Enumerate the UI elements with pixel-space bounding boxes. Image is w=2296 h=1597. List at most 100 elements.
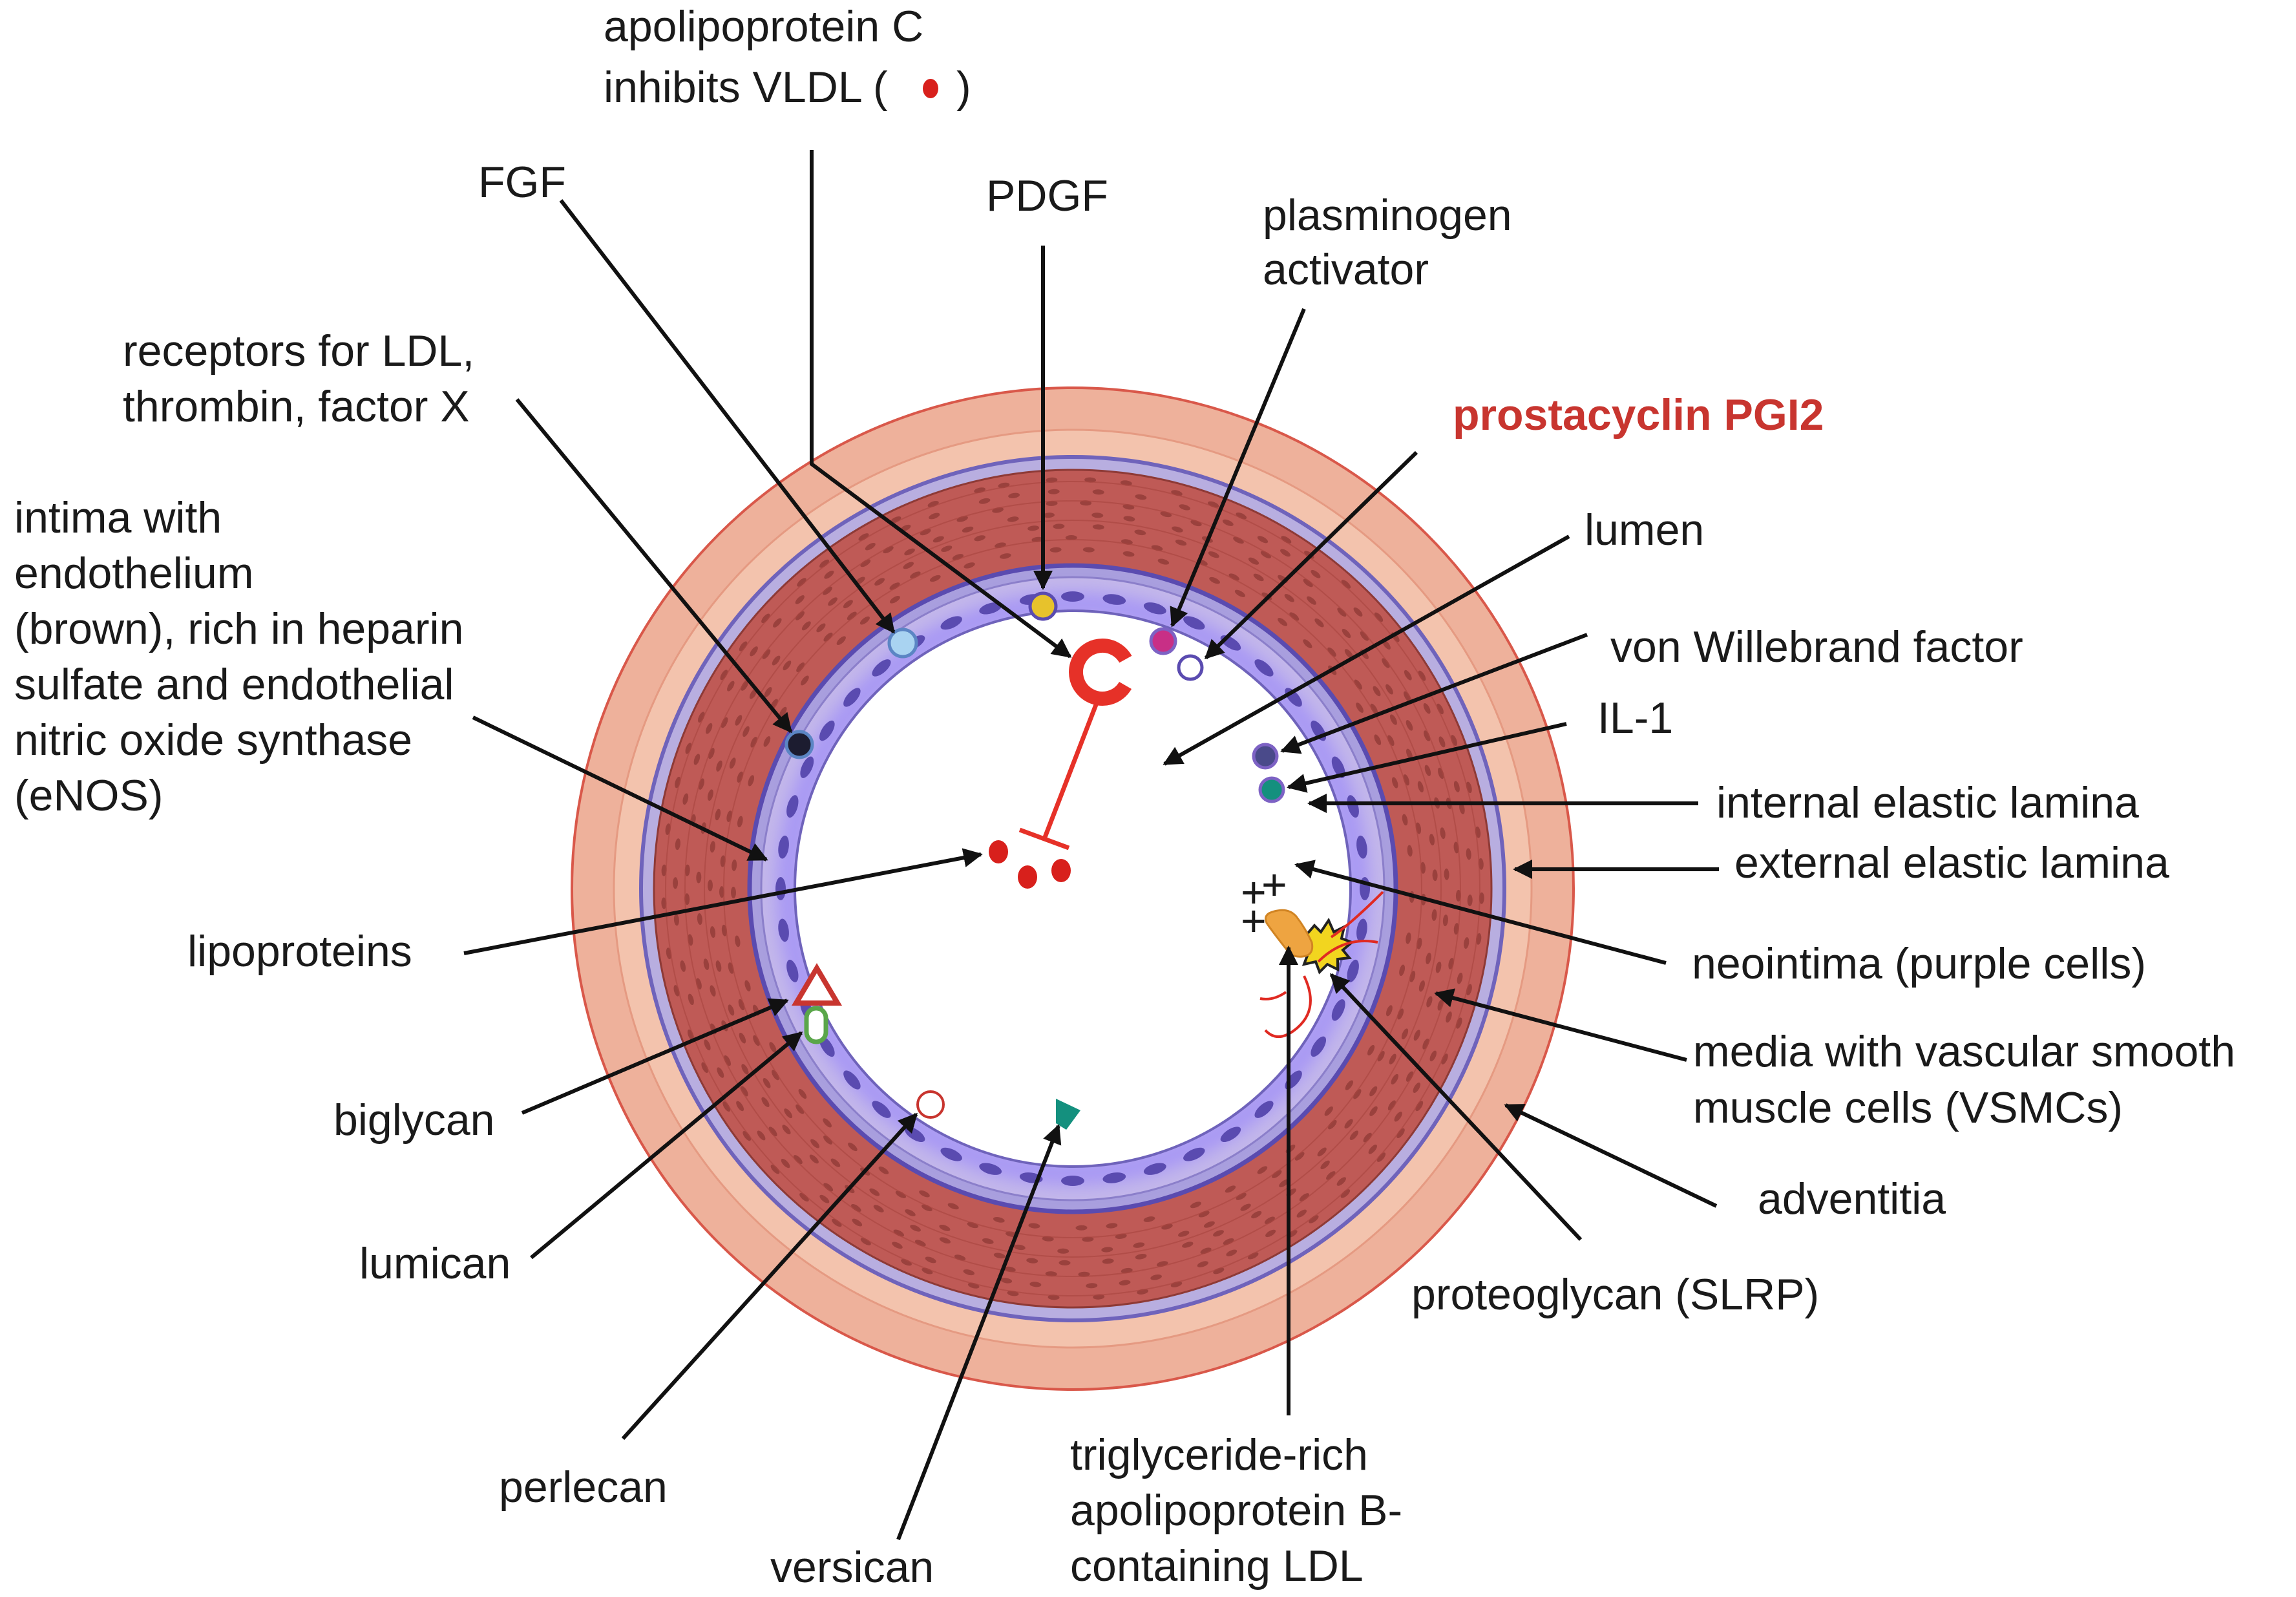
smooth-muscle-nucleus [795, 611, 805, 620]
endothelial-cell [1331, 999, 1345, 1021]
smooth-muscle-nucleus [750, 646, 758, 657]
endothelial-cell [1347, 795, 1359, 818]
smooth-muscle-nucleus [874, 578, 885, 586]
smooth-muscle-nucleus [1341, 580, 1351, 589]
vwf-label: von Willebrand factor [1610, 622, 2023, 672]
smooth-muscle-nucleus [1272, 1170, 1282, 1178]
smooth-muscle-nucleus [1401, 1028, 1409, 1040]
smooth-muscle-nucleus [1326, 1171, 1336, 1180]
smooth-muscle-nucleus [974, 535, 985, 542]
smooth-muscle-nucleus [830, 1158, 841, 1167]
smooth-muscle-nucleus [823, 1135, 833, 1145]
smooth-muscle-nucleus [1413, 1030, 1420, 1041]
smooth-muscle-nucleus [848, 1142, 858, 1152]
smooth-muscle-nucleus [1360, 631, 1369, 641]
biglycan-label: biglycan [333, 1095, 495, 1145]
endothelial-cell [1220, 1126, 1241, 1143]
smooth-muscle-nucleus [1251, 1211, 1262, 1219]
smooth-muscle-nucleus [698, 712, 705, 723]
smooth-muscle-nucleus [1345, 1080, 1354, 1090]
smooth-muscle-nucleus [710, 985, 716, 997]
smooth-muscle-nucleus [737, 816, 743, 828]
legend-vldl-dot [923, 79, 938, 98]
smooth-muscle-nucleus [1453, 781, 1460, 792]
smooth-muscle-nucleus [1178, 1231, 1190, 1237]
smooth-muscle-nucleus [729, 757, 736, 769]
smooth-muscle-nucleus [1043, 513, 1055, 518]
perlecan-pointer [621, 1112, 918, 1441]
smooth-muscle-nucleus [1225, 1185, 1236, 1193]
smooth-muscle-nucleus [680, 960, 686, 972]
smooth-muscle-nucleus [1086, 1283, 1098, 1289]
versican-marker [1056, 1099, 1080, 1130]
lumen-label: lumen [1585, 505, 1704, 555]
biglycan-marker [791, 963, 843, 1006]
endothelial-cell [843, 1070, 861, 1090]
plasminogen-activator-marker [1149, 627, 1177, 655]
smooth-muscle-nucleus [1402, 814, 1408, 826]
smooth-muscle-nucleus [1367, 1044, 1375, 1056]
vwf-marker [1252, 743, 1279, 770]
media-fiber [684, 500, 1461, 1277]
endothelial-cell [1183, 616, 1205, 630]
smooth-muscle-nucleus [1344, 1119, 1353, 1129]
smooth-muscle-nucleus [1418, 980, 1425, 992]
smooth-muscle-nucleus [1029, 1282, 1042, 1287]
smooth-muscle-nucleus [929, 575, 941, 582]
smooth-muscle-nucleus [860, 1238, 871, 1245]
apolipoprotein-c-pointer [810, 150, 1072, 659]
smooth-muscle-nucleus [1406, 932, 1411, 944]
lumican-marker [804, 1006, 828, 1044]
smooth-muscle-nucleus [1213, 1230, 1224, 1237]
smooth-muscle-nucleus [735, 935, 741, 947]
smooth-muscle-nucleus [982, 1238, 994, 1244]
smooth-muscle-nucleus [1337, 608, 1347, 617]
smooth-muscle-nucleus [843, 600, 853, 609]
smooth-muscle-nucleus [772, 655, 781, 666]
inhibition-line [1042, 697, 1101, 840]
smooth-muscle-nucleus [929, 513, 940, 520]
smooth-muscle-nucleus [801, 675, 809, 686]
triglyceride-ldl-label: triglyceride-rich apolipoprotein B- cont… [1070, 1430, 1415, 1591]
smooth-muscle-nucleus [716, 760, 722, 772]
endothelial-cell [775, 877, 786, 900]
smooth-muscle-nucleus [914, 1240, 926, 1247]
smooth-muscle-nucleus [1179, 504, 1190, 511]
endothelial-cell [1254, 659, 1274, 677]
smooth-muscle-nucleus [1354, 679, 1362, 690]
smooth-muscle-nucleus [1385, 1005, 1393, 1017]
smooth-muscle-nucleus [1426, 996, 1433, 1008]
smooth-muscle-nucleus [1240, 1203, 1251, 1211]
smooth-muscle-nucleus [724, 1055, 731, 1066]
smooth-muscle-nucleus [1058, 1260, 1071, 1265]
smooth-muscle-nucleus [858, 533, 869, 541]
smooth-muscle-nucleus [1342, 628, 1351, 639]
vldl-particle [1051, 859, 1071, 882]
smooth-muscle-nucleus [1389, 714, 1397, 725]
versican-label: versican [770, 1543, 934, 1592]
smooth-muscle-nucleus [1369, 1086, 1378, 1097]
smooth-muscle-nucleus [1172, 526, 1183, 533]
smooth-muscle-nucleus [932, 536, 944, 543]
smooth-muscle-nucleus [795, 595, 805, 604]
smooth-muscle-nucleus [1000, 1278, 1013, 1284]
smooth-muscle-nucleus [797, 578, 806, 587]
smooth-muscle-nucleus [1253, 573, 1264, 582]
smooth-muscle-nucleus [730, 887, 737, 898]
vessel-cross-section [571, 386, 1575, 1391]
smooth-muscle-nucleus [763, 1078, 771, 1088]
pointer-arrows [463, 150, 1719, 1541]
smooth-muscle-nucleus [736, 1101, 744, 1112]
smooth-muscle-nucleus [1385, 684, 1393, 695]
endothelial-cell [1356, 918, 1367, 942]
charge-symbol: + [1241, 896, 1267, 946]
smooth-muscle-nucleus [1190, 1201, 1201, 1209]
smooth-muscle-nucleus [1119, 1280, 1131, 1285]
smooth-muscle-nucleus [708, 748, 715, 759]
smooth-muscle-nucleus [1309, 1215, 1319, 1223]
molecule-markers: + + + [785, 591, 1384, 1130]
pdgf-marker [1028, 591, 1058, 621]
smooth-muscle-nucleus [925, 1256, 936, 1264]
smooth-muscle-nucleus [823, 1183, 834, 1192]
endothelial-cell [786, 795, 799, 818]
